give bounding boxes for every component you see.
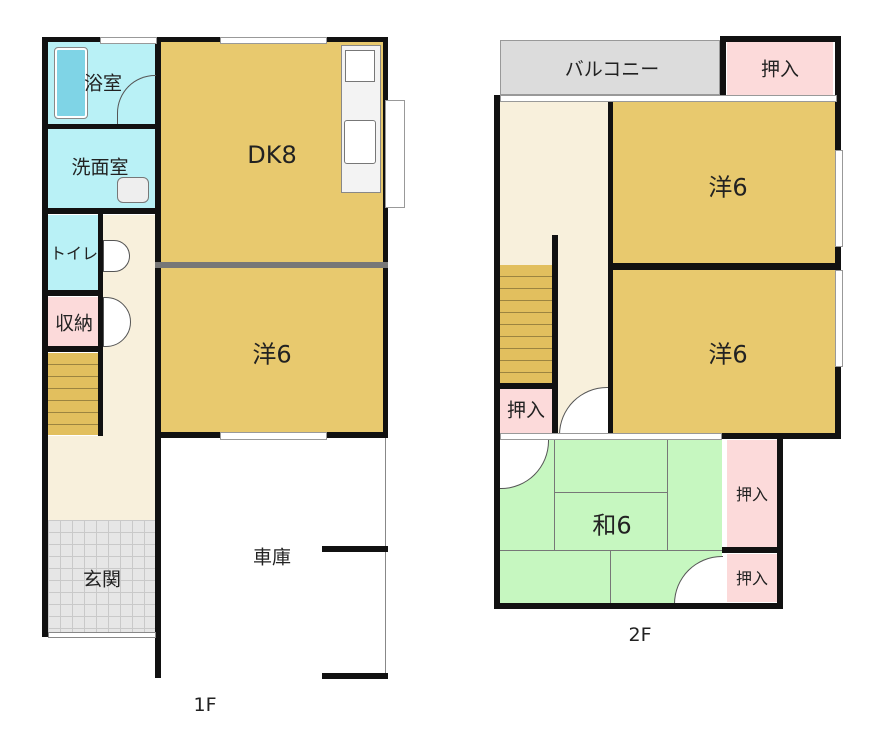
tatami-line [500,550,722,551]
window [100,37,157,44]
wall [552,235,558,435]
label-closet-right1: 押入 [735,485,769,504]
label-toilet: トイレ [49,244,99,263]
label-western-top: 洋6 [708,173,748,202]
label-dk: DK8 [247,141,297,169]
wall [98,208,103,436]
wall [720,36,840,42]
sink-icon [117,177,149,203]
wall [48,346,102,352]
label-closet-right2: 押入 [735,569,769,588]
label-western-bottom: 洋6 [708,340,748,369]
label-garage: 車庫 [252,546,292,569]
wall [42,37,48,637]
wall [722,547,782,553]
wall [155,262,388,268]
label-balcony: バルコニー [564,58,660,81]
room-western-bottom [613,270,835,433]
stairs-2f [500,265,552,383]
floor-label-2f: 2F [628,624,652,646]
window [500,433,722,440]
window [220,37,327,44]
toilet-door[interactable] [103,240,130,272]
wall [48,290,102,296]
tatami-line [554,492,667,493]
stove-icon [345,50,375,82]
wall [494,603,783,609]
wall [720,36,726,100]
kitchen-sink-icon [344,120,376,164]
wall [42,37,387,42]
wall [777,433,783,609]
wall [383,37,388,437]
label-washroom: 洗面室 [71,156,129,179]
entrance-door[interactable] [48,632,156,638]
bathtub-icon [54,47,88,119]
label-entrance: 玄関 [82,568,122,591]
label-bath: 浴室 [83,72,123,95]
wall [322,673,388,679]
wall [155,268,161,678]
room-garage [161,438,386,678]
wall [322,546,388,552]
room-closet-right2 [727,554,777,602]
room-balcony [500,40,720,95]
tatami-line [667,438,668,550]
room-toilet [48,215,100,290]
label-closet-stairs: 押入 [506,399,546,422]
room-storage [48,297,100,347]
window [500,95,837,102]
wall [494,95,500,609]
room-closet-stairs [500,389,552,434]
tatami-line [554,438,555,550]
room-western-1f [161,268,383,434]
room-closet-top [727,42,833,95]
label-closet-top: 押入 [760,58,800,81]
hallway-lower [48,436,156,520]
floor-label-1f: 1F [193,694,217,716]
wall [155,37,161,270]
wall [494,383,556,389]
window [835,150,843,247]
window [220,432,327,440]
room-entrance [48,520,156,632]
stairs [48,353,100,435]
wall [608,95,613,435]
tatami-line [610,550,611,604]
room-western-top [613,100,835,263]
window [385,100,405,208]
label-western-1f: 洋6 [252,340,292,369]
label-storage: 収納 [54,312,94,335]
wall [608,263,840,270]
room-closet-right1 [727,440,777,547]
window [835,270,843,367]
wall [48,124,156,129]
label-japanese: 和6 [592,511,632,540]
